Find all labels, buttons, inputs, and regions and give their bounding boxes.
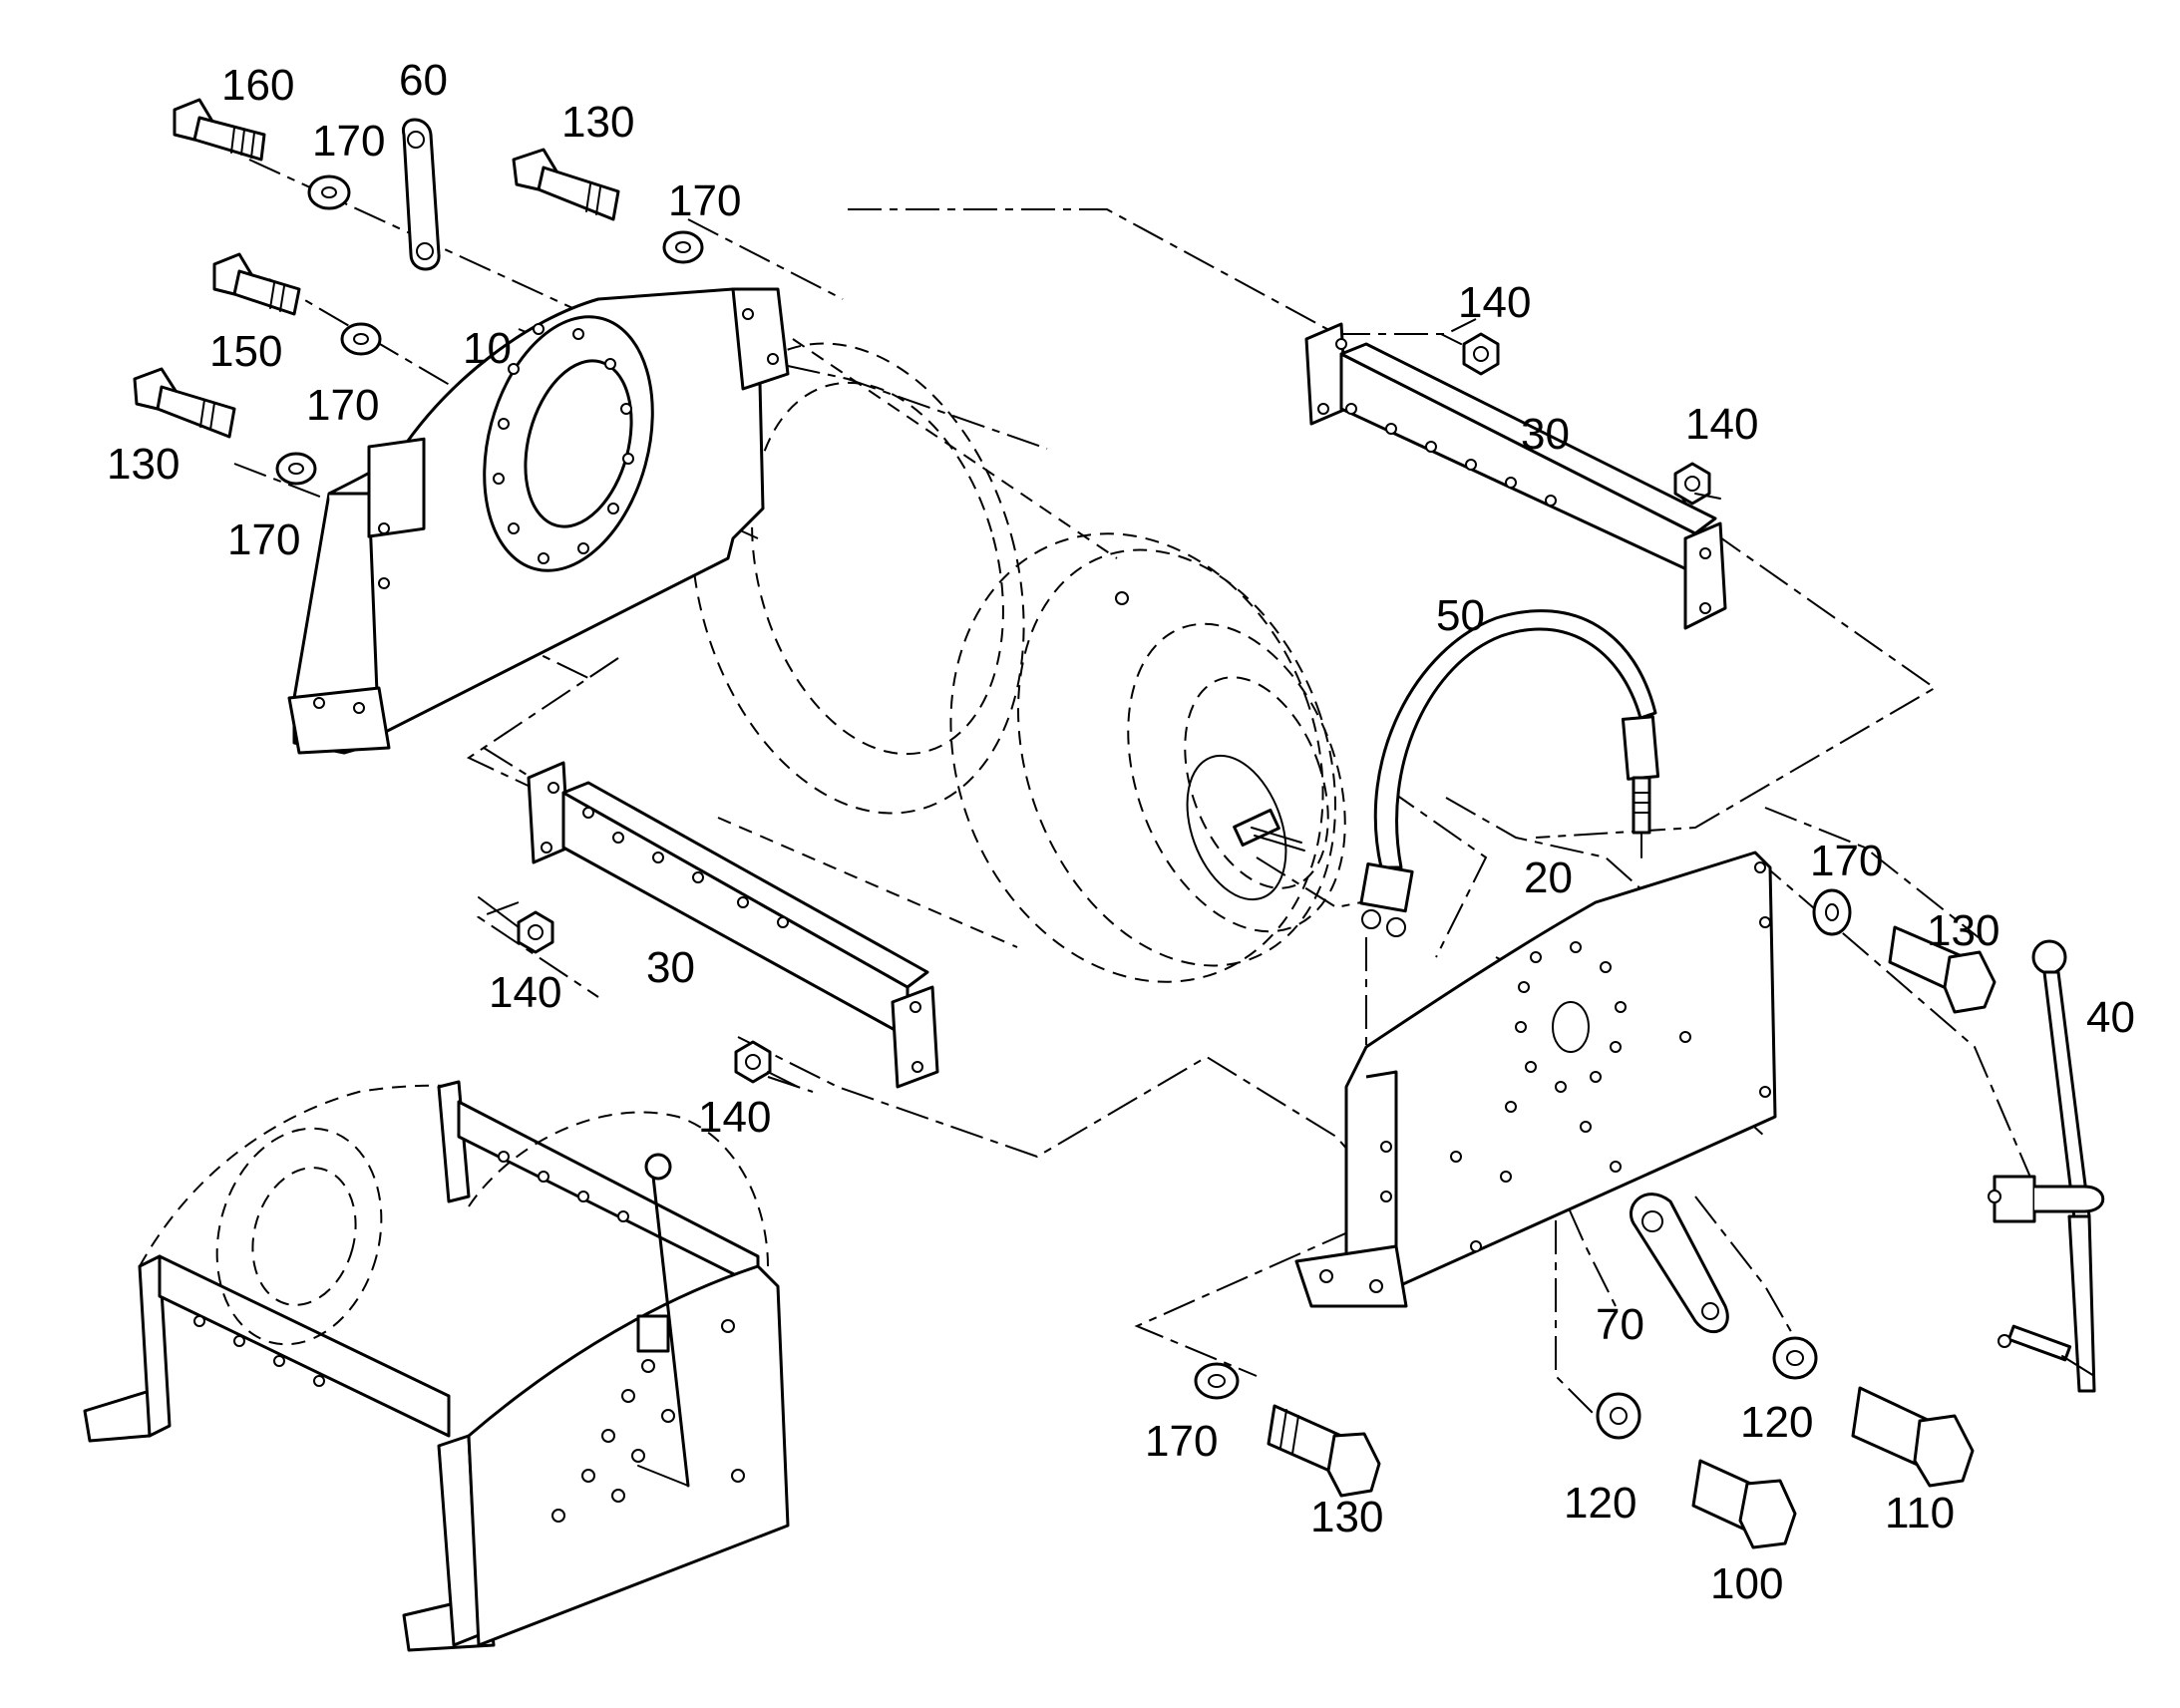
callout-110: 110 xyxy=(1885,1489,1955,1537)
callout-120: 120 xyxy=(1564,1479,1636,1528)
bolt-130-b xyxy=(133,367,236,439)
callout-130: 130 xyxy=(1927,906,1999,955)
link-plate-70 xyxy=(1629,1193,1729,1334)
bolt-110 xyxy=(1851,1386,1975,1488)
washer-170-e xyxy=(1812,888,1852,936)
callout-130: 130 xyxy=(1310,1493,1383,1541)
nut-140-b xyxy=(1673,462,1711,506)
callout-20: 20 xyxy=(1524,854,1573,902)
callout-170: 170 xyxy=(312,117,385,166)
callout-50: 50 xyxy=(1436,591,1485,640)
brake-band xyxy=(1359,609,1660,937)
washer-120-a xyxy=(1772,1336,1818,1380)
cross-member-top xyxy=(1304,322,1727,630)
callout-10: 10 xyxy=(463,324,512,373)
callout-130: 130 xyxy=(561,98,634,147)
bolt-100 xyxy=(1691,1459,1797,1549)
callout-150: 150 xyxy=(209,327,282,376)
bolt-130-d xyxy=(1267,1404,1381,1498)
callout-labels: 160 60 130 170 170 150 10 170 130 170 14… xyxy=(107,56,2135,1608)
callout-140: 140 xyxy=(1685,400,1758,449)
right-end-frame xyxy=(1294,851,1777,1308)
callout-170: 170 xyxy=(1810,837,1883,885)
callout-120: 120 xyxy=(1740,1398,1813,1447)
callout-40: 40 xyxy=(2086,993,2135,1042)
callout-170: 170 xyxy=(1145,1417,1218,1466)
link-plate-60 xyxy=(402,118,441,271)
callout-30: 30 xyxy=(1521,410,1570,459)
washer-170-f xyxy=(1194,1362,1240,1400)
callout-70: 70 xyxy=(1596,1300,1644,1349)
callout-60: 60 xyxy=(399,56,448,105)
washer-170-b xyxy=(662,230,704,264)
bolt-130-c xyxy=(1888,925,1997,1014)
nut-140-a xyxy=(1462,332,1500,376)
washer-170-a xyxy=(307,174,351,210)
cross-member-lower xyxy=(527,761,939,1089)
callout-100: 100 xyxy=(1710,1559,1783,1608)
left-end-frame xyxy=(287,287,790,755)
nut-140-c xyxy=(517,910,554,954)
callout-30: 30 xyxy=(646,943,695,992)
callout-170: 170 xyxy=(306,381,379,430)
washer-170-c xyxy=(340,322,382,356)
callout-160: 160 xyxy=(221,61,294,110)
callout-130: 130 xyxy=(107,440,180,489)
washer-170-d xyxy=(275,452,317,486)
drum-hidden-outline xyxy=(690,338,1346,983)
bolt-150 xyxy=(212,252,301,316)
callout-170: 170 xyxy=(668,176,741,225)
callout-170: 170 xyxy=(227,515,300,564)
assembled-view xyxy=(83,1080,790,1652)
callout-140: 140 xyxy=(698,1093,771,1142)
bolt-130-a xyxy=(512,148,620,221)
hand-lever xyxy=(1988,939,2105,1393)
callout-140: 140 xyxy=(489,968,561,1017)
leader-lines xyxy=(478,333,1721,1088)
washer-120-b xyxy=(1596,1392,1641,1440)
nut-140-d xyxy=(734,1040,772,1084)
callout-140: 140 xyxy=(1458,278,1531,327)
bolt-160 xyxy=(173,98,266,162)
